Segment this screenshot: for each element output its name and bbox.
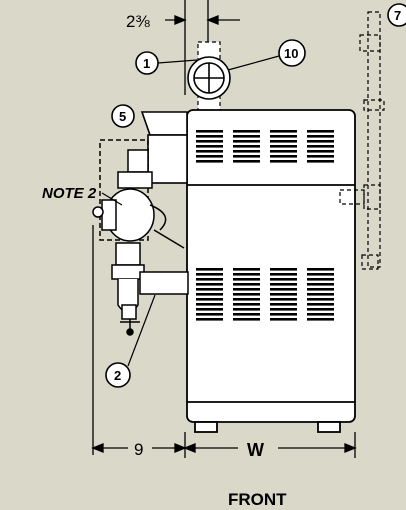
louver-slat xyxy=(307,293,334,296)
louver-slat xyxy=(307,288,334,291)
louver-slat xyxy=(307,303,334,306)
louver-slat xyxy=(233,318,260,321)
louver-slat xyxy=(307,155,334,158)
vent-fitting xyxy=(187,56,231,100)
louver-slat xyxy=(270,278,297,281)
callout-1 xyxy=(135,51,198,75)
louver-slat xyxy=(270,308,297,311)
callout-5-label: 5 xyxy=(119,109,126,124)
louver-slat xyxy=(307,140,334,143)
louver-slat xyxy=(233,155,260,158)
note-label: NOTE 2 xyxy=(42,185,97,202)
louver-slat xyxy=(233,283,260,286)
louver-slat xyxy=(307,160,334,163)
louver-slat xyxy=(270,283,297,286)
louver-slat xyxy=(270,318,297,321)
louver-slat xyxy=(196,155,223,158)
louver-slat xyxy=(307,135,334,138)
louver-slat xyxy=(233,145,260,148)
dim-left-label: 9 xyxy=(134,440,143,459)
boiler-cabinet xyxy=(186,109,356,433)
louver-slat xyxy=(307,150,334,153)
dim-top-label: 2⅜ xyxy=(126,12,150,31)
louver-slat xyxy=(233,150,260,153)
louver-slat xyxy=(196,145,223,148)
louver-slat xyxy=(196,303,223,306)
louver-slat xyxy=(233,278,260,281)
louver-slat xyxy=(270,313,297,316)
louver-slat xyxy=(233,130,260,133)
louver-slat xyxy=(307,318,334,321)
louver-slat xyxy=(196,278,223,281)
louver-slat xyxy=(233,135,260,138)
dim-width-label: W xyxy=(247,440,264,460)
louver-slat xyxy=(196,298,223,301)
louver-slat xyxy=(307,308,334,311)
louver-slat xyxy=(196,135,223,138)
view-label: FRONT xyxy=(228,490,287,509)
louver-slat xyxy=(270,145,297,148)
louver-slat xyxy=(196,273,223,276)
louver-slat xyxy=(307,298,334,301)
louver-slat xyxy=(233,160,260,163)
louver-slat xyxy=(196,150,223,153)
louver-slat xyxy=(307,283,334,286)
louver-slat xyxy=(233,268,260,271)
louver-slat xyxy=(196,130,223,133)
callout-2 xyxy=(105,294,156,388)
louver-slat xyxy=(233,273,260,276)
louver-slat xyxy=(233,308,260,311)
louver-slat xyxy=(270,155,297,158)
louver-slat xyxy=(270,273,297,276)
louver-slat xyxy=(233,293,260,296)
side-piping-dashed xyxy=(339,11,385,270)
louver-slat xyxy=(196,268,223,271)
louver-slat xyxy=(270,293,297,296)
top-dimension xyxy=(165,0,240,95)
louver-slat xyxy=(270,160,297,163)
callout-1-label: 1 xyxy=(143,56,150,71)
louver-slat xyxy=(233,303,260,306)
louver-slat xyxy=(307,313,334,316)
callout-5 xyxy=(111,104,135,128)
louver-slat xyxy=(233,140,260,143)
callout-10-label: 10 xyxy=(284,46,298,61)
callout-7 xyxy=(387,3,406,27)
louver-slat xyxy=(270,130,297,133)
louver-slat xyxy=(307,273,334,276)
louver-slat xyxy=(307,278,334,281)
louver-slat xyxy=(196,283,223,286)
louver-slat xyxy=(270,135,297,138)
upper-louvers xyxy=(196,130,334,163)
louver-slat xyxy=(270,140,297,143)
louver-slat xyxy=(233,298,260,301)
louver-slat xyxy=(270,268,297,271)
louver-slat xyxy=(307,145,334,148)
louver-slat xyxy=(196,160,223,163)
callout-2-label: 2 xyxy=(114,368,121,383)
louver-slat xyxy=(270,298,297,301)
louver-slat xyxy=(196,318,223,321)
louver-slat xyxy=(196,308,223,311)
louver-slat xyxy=(233,288,260,291)
louver-slat xyxy=(270,150,297,153)
callout-7-label: 7 xyxy=(394,8,401,23)
louver-slat xyxy=(196,293,223,296)
louver-slat xyxy=(196,288,223,291)
louver-slat xyxy=(233,313,260,316)
louver-slat xyxy=(307,130,334,133)
callout-10 xyxy=(227,39,306,71)
louver-slat xyxy=(196,140,223,143)
louver-slat xyxy=(270,288,297,291)
lower-louvers xyxy=(196,268,334,321)
louver-slat xyxy=(196,313,223,316)
bottom-dimensions xyxy=(91,225,357,458)
note-leader xyxy=(101,192,123,206)
louver-slat xyxy=(307,268,334,271)
louver-slat xyxy=(270,303,297,306)
